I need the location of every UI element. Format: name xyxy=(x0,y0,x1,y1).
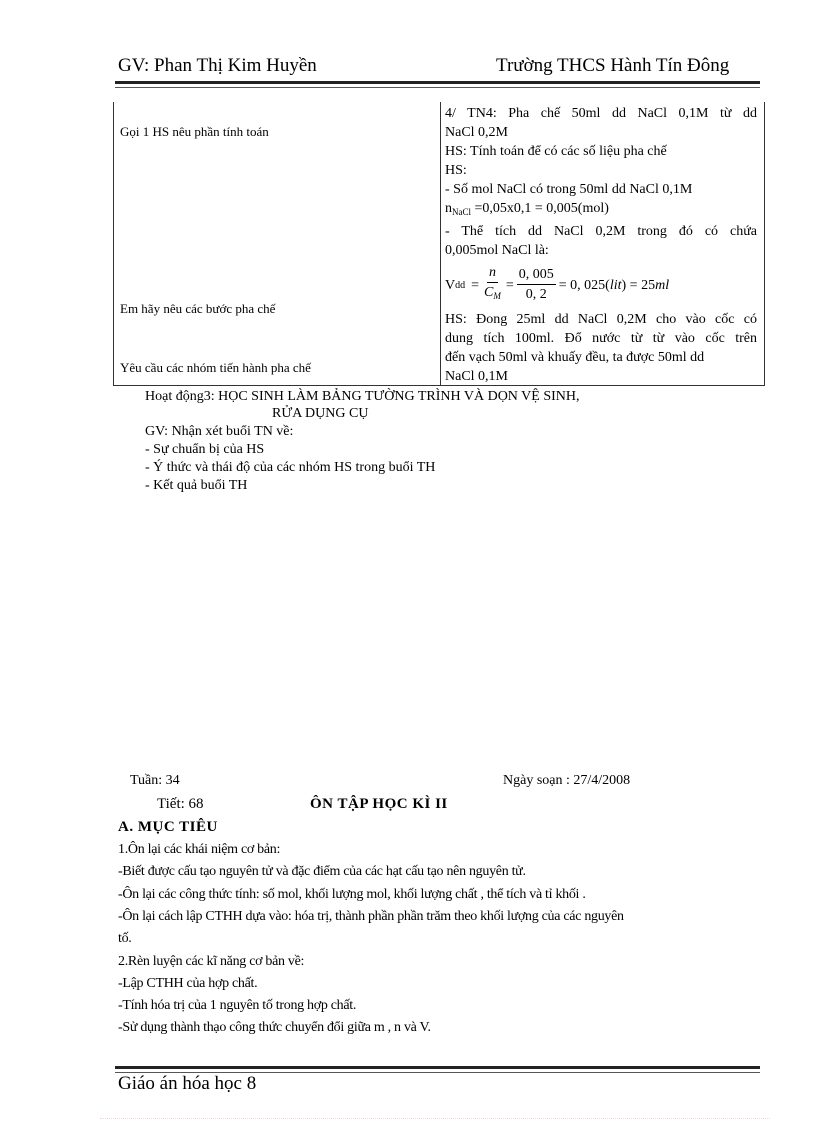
activity3-title: Hoạt động3: HỌC SINH LÀM BẢNG TƯỜNG TRÌN… xyxy=(145,389,580,404)
header-school: Trường THCS Hành Tín Đông xyxy=(496,55,730,76)
objective-line: -Ôn lại các công thức tính: số mol, khối… xyxy=(118,887,586,902)
formula-result2: ) = 25 xyxy=(621,277,656,293)
skill-line: -Sử dụng thành thạo công thức chuyển đổi… xyxy=(118,1020,431,1035)
prep-date: Ngày soạn : 27/4/2008 xyxy=(503,773,631,788)
objective-line: 1.Ôn lại các khái niệm cơ bản: xyxy=(118,842,281,857)
objective-line: tố. xyxy=(118,931,132,946)
footer-rule xyxy=(115,1066,760,1073)
student-activity-cell: 4/ TN4: Pha chế 50ml dd NaCl 0,1M từ dd … xyxy=(445,104,757,386)
footer-text: Giáo án hóa học 8 xyxy=(118,1073,257,1094)
fraction-num: n xyxy=(486,264,498,283)
step-line2: dung tích 100ml. Đổ nước từ từ vào cốc t… xyxy=(445,331,757,346)
lesson-table xyxy=(113,102,765,386)
step-line1: HS: Đong 25ml dd NaCl 0,2M cho vào cốc c… xyxy=(445,312,757,327)
teacher-activity-1: Gọi 1 HS nêu phần tính toán xyxy=(120,124,269,139)
step-line4: NaCl 0,1M xyxy=(445,369,508,384)
mol-value: =0,05x0,1 = 0,005(mol) xyxy=(471,201,609,216)
skills-heading: 2.Rèn luyện các kĩ năng cơ bản về: xyxy=(118,954,305,969)
fraction-den2: 0, 2 xyxy=(525,286,547,302)
skill-line: -Tính hóa trị của 1 nguyên tố trong hợp … xyxy=(118,998,357,1013)
volume-line: - Thể tích dd NaCl 0,2M trong đó có chứa xyxy=(445,224,757,239)
den-sub: M xyxy=(493,291,501,301)
calc-line: HS: Tính toán để có các số liệu pha chế xyxy=(445,144,667,159)
activity3-item: - Ý thức và thái độ của các nhóm HS tron… xyxy=(145,460,436,475)
tn4-line1: 4/ TN4: Pha chế 50ml dd NaCl 0,1M từ dd xyxy=(445,106,757,121)
period-label: Tiết: 68 xyxy=(157,796,204,812)
fraction-values: 0, 005 0, 2 xyxy=(516,266,556,305)
volume-line2: 0,005mol NaCl là: xyxy=(445,243,549,258)
formula-lhs: V xyxy=(445,277,456,293)
formula-unit-ml: ml xyxy=(655,277,670,293)
formula-lhs-sub: dd xyxy=(455,279,466,291)
section-a-heading: A. MỤC TIÊU xyxy=(118,819,218,835)
activity3-intro: GV: Nhận xét buổi TN về: xyxy=(145,424,294,439)
mol-formula: nNaCl =0,05x0,1 = 0,005(mol) xyxy=(445,199,757,222)
fraction-den: CM xyxy=(482,283,503,306)
activity3-title-cont: RỬA DỤNG CỤ xyxy=(272,406,369,421)
formula-unit-lit: lit xyxy=(609,277,622,293)
lesson-title: ÔN TẬP HỌC KÌ II xyxy=(310,796,448,812)
formula-eq2: = xyxy=(505,277,514,293)
fraction-num2: 0, 005 xyxy=(516,266,556,285)
formula-eq: = xyxy=(471,277,480,293)
header-teacher: GV: Phan Thị Kim Huyền xyxy=(118,55,317,76)
week-label: Tuần: 34 xyxy=(130,773,180,788)
hs-label: HS: xyxy=(445,163,467,178)
mol-symbol: n xyxy=(445,201,452,216)
fraction-n-over-cm: n CM xyxy=(482,264,503,306)
step-line3: đến vạch 50ml và khuấy đều, ta được 50ml… xyxy=(445,350,705,365)
tn4-line2: NaCl 0,2M xyxy=(445,125,508,140)
header-rule xyxy=(115,81,760,88)
table-column-divider xyxy=(440,102,441,385)
activity3-item: - Kết quả buổi TH xyxy=(145,478,248,493)
mol-line: - Số mol NaCl có trong 50ml dd NaCl 0,1M xyxy=(445,182,693,197)
den-c: C xyxy=(484,285,494,300)
teacher-activity-2: Em hãy nêu các bước pha chế xyxy=(120,301,276,316)
teacher-activity-3: Yêu cầu các nhóm tiến hành pha chế xyxy=(120,360,311,375)
objective-line: -Ôn lại cách lập CTHH dựa vào: hóa trị, … xyxy=(118,909,624,924)
skill-line: -Lập CTHH của hợp chất. xyxy=(118,976,258,991)
mol-subscript: NaCl xyxy=(452,207,471,217)
formula-result: = 0, 025( xyxy=(558,277,610,293)
objective-line: -Biết được cấu tạo nguyên tử và đặc điểm… xyxy=(118,864,526,879)
page-edge-dots xyxy=(100,1118,770,1119)
activity3-item: - Sự chuẩn bị của HS xyxy=(145,442,265,457)
